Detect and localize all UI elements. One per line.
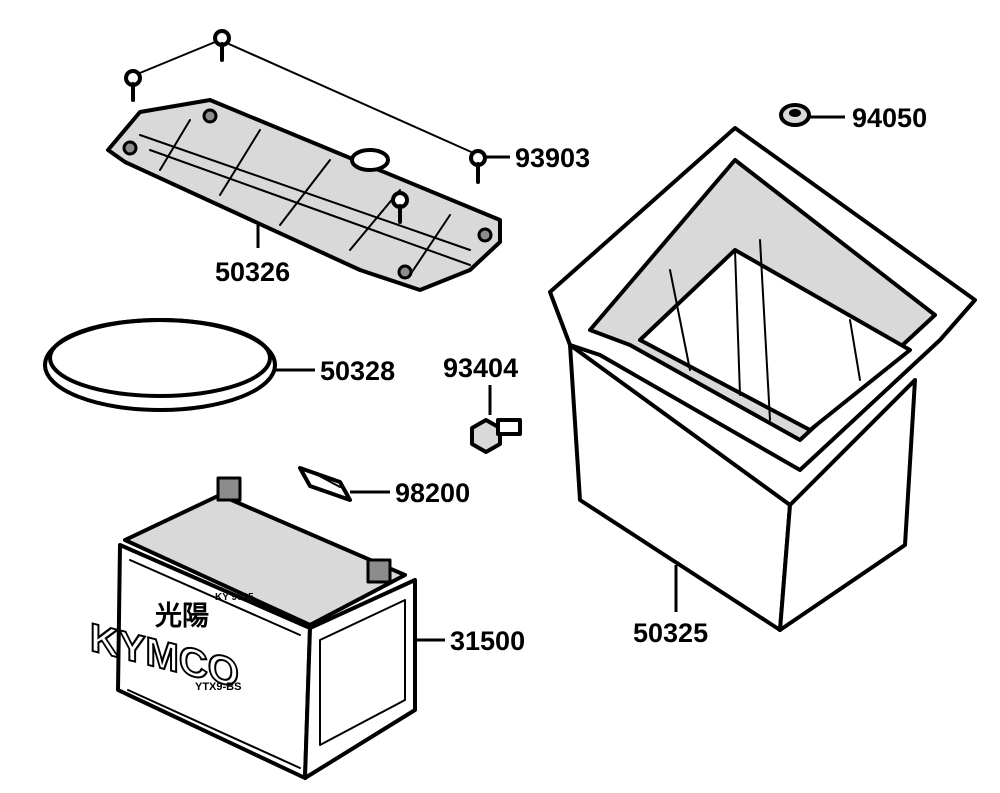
label-31500: 31500 [450, 626, 525, 656]
label-93903: 93903 [515, 143, 590, 173]
fuse [298, 466, 390, 502]
label-98200: 98200 [395, 478, 470, 508]
label-50328: 50328 [320, 356, 395, 386]
battery-band [43, 318, 315, 412]
label-50325: 50325 [633, 618, 708, 648]
battery-cover [106, 29, 502, 292]
battery-small-code: KY 9015 [215, 592, 254, 603]
cover-screws [391, 149, 510, 224]
battery-script-mark: 光陽 [154, 601, 209, 631]
label-50326: 50326 [215, 257, 290, 287]
battery: 光陽 KY 9015 KYMCO YTX9-BS [89, 476, 445, 780]
screw-icon [213, 29, 231, 62]
battery-model-code: YTX9-BS [195, 681, 241, 693]
battery-case [548, 103, 977, 632]
label-94050: 94050 [852, 103, 927, 133]
bolt [470, 385, 522, 454]
label-93404: 93404 [443, 353, 518, 383]
screw-icon [124, 69, 142, 102]
